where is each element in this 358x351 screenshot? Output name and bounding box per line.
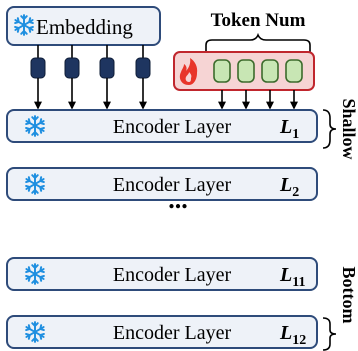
- token-num-brace: [205, 32, 311, 52]
- embedding-token: [30, 57, 46, 79]
- shallow-label: Shallow: [339, 98, 358, 159]
- encoder-layer-label: Encoder Layer: [113, 264, 232, 286]
- encoder-layer-label: Encoder Layer: [113, 174, 232, 196]
- embedding-token: [99, 57, 115, 79]
- learnable-token: [261, 59, 279, 83]
- encoder-layer-box: [6, 315, 318, 349]
- layer-index-label: L1: [279, 116, 299, 142]
- token-arrows: [218, 90, 298, 110]
- encoder-layer-label: Encoder Layer: [113, 322, 232, 344]
- embedding-label: Embedding: [36, 15, 133, 39]
- encoder-layer-box: [6, 257, 318, 291]
- learnable-token: [213, 59, 231, 83]
- token-num-label: Token Num: [211, 10, 306, 31]
- layer-index-label: L12: [279, 322, 306, 348]
- embedding-token: [135, 57, 151, 79]
- encoder-layer-11: Encoder Layer L11: [6, 257, 318, 291]
- shallow-brace: [322, 109, 337, 149]
- flame-icon: [179, 58, 198, 85]
- bottom-brace: [322, 317, 337, 351]
- token-group-box: [173, 51, 315, 91]
- encoder-layer-2: Encoder Layer L2: [6, 167, 318, 201]
- layer-index-label: L11: [279, 264, 305, 290]
- encoder-layer-label: Encoder Layer: [113, 116, 232, 138]
- encoder-layer-12: Encoder Layer L12: [6, 315, 318, 349]
- layers-ellipsis: ...: [168, 185, 188, 214]
- learnable-token: [285, 59, 303, 83]
- learnable-token: [237, 59, 255, 83]
- encoder-layer-1: Encoder Layer L1: [6, 109, 318, 143]
- embedding-token: [64, 57, 80, 79]
- bottom-label: Bottom: [339, 267, 358, 324]
- embedding-output-tokens: [30, 45, 151, 110]
- layer-index-label: L2: [279, 174, 299, 200]
- embedding-box: Embedding: [6, 6, 161, 46]
- encoder-layer-box: [6, 167, 318, 201]
- encoder-layer-box: [6, 109, 318, 143]
